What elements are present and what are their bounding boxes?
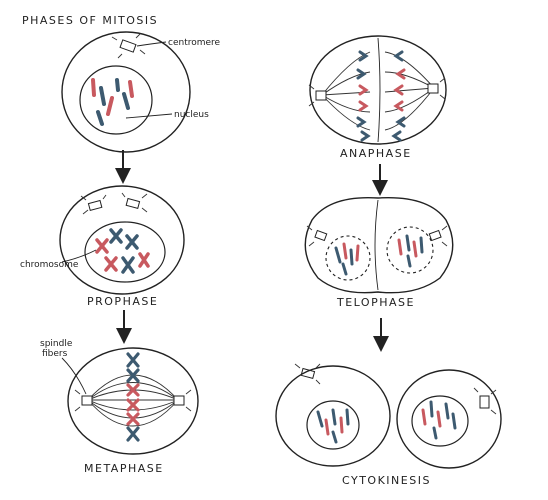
cytokinesis-right-centrosome <box>473 387 497 415</box>
anaphase-spindle-fibers <box>321 51 435 131</box>
telophase-cell <box>304 196 454 294</box>
anaphase-label: ANAPHASE <box>340 147 412 160</box>
interphase-chromatin <box>91 78 134 126</box>
prophase-chromosomes <box>95 228 150 274</box>
prophase-nucleus <box>84 221 166 283</box>
anaphase-centrosome-left <box>308 84 327 107</box>
prophase-cell: chromosome <box>20 185 185 295</box>
interphase-nucleus <box>79 65 153 135</box>
anaphase-chromatids <box>356 50 406 142</box>
metaphase-centrosome-right <box>173 389 192 412</box>
telophase-chromosomes <box>334 234 424 276</box>
prophase-centrosome-right <box>121 192 148 213</box>
cytokinesis-label: CYTOKINESIS <box>342 474 431 487</box>
interphase-cell: centromere nucleus <box>61 31 221 153</box>
anaphase-cleavage-line <box>377 37 381 143</box>
telophase-nucleus-left <box>325 235 371 281</box>
cytokinesis-left-chromosomes <box>316 408 350 444</box>
prophase-label: PROPHASE <box>87 295 158 308</box>
spindle-fibers-label-line2: fibers <box>42 349 68 359</box>
anaphase-cell <box>308 35 447 145</box>
spindle-fibers-label-line1: spindle <box>40 339 73 349</box>
cytokinesis-left-centrosome <box>294 363 321 385</box>
diagram-title: PHASES OF MITOSIS <box>22 14 158 27</box>
centromere-label: centromere <box>168 38 221 48</box>
cytokinesis-cell-right <box>396 369 502 469</box>
anaphase-centrosome-right <box>427 77 446 100</box>
telophase-centrosome-right <box>428 225 448 247</box>
metaphase-chromosomes <box>126 352 140 442</box>
chromosome-label: chromosome <box>20 260 79 270</box>
nucleus-label: nucleus <box>174 110 209 120</box>
metaphase-centrosome-left <box>74 389 93 412</box>
telophase-centrosome-left <box>306 225 328 247</box>
metaphase-label: METAPHASE <box>84 462 164 475</box>
telophase-nucleus-right <box>386 226 434 274</box>
cytokinesis-cell-left <box>275 363 391 467</box>
metaphase-cell: spindle fibers <box>40 339 199 455</box>
interphase-centrosome <box>111 33 146 59</box>
prophase-centrosome-left <box>80 194 107 215</box>
telophase-label: TELOPHASE <box>336 296 415 309</box>
cytokinesis-right-chromosomes <box>421 400 457 440</box>
